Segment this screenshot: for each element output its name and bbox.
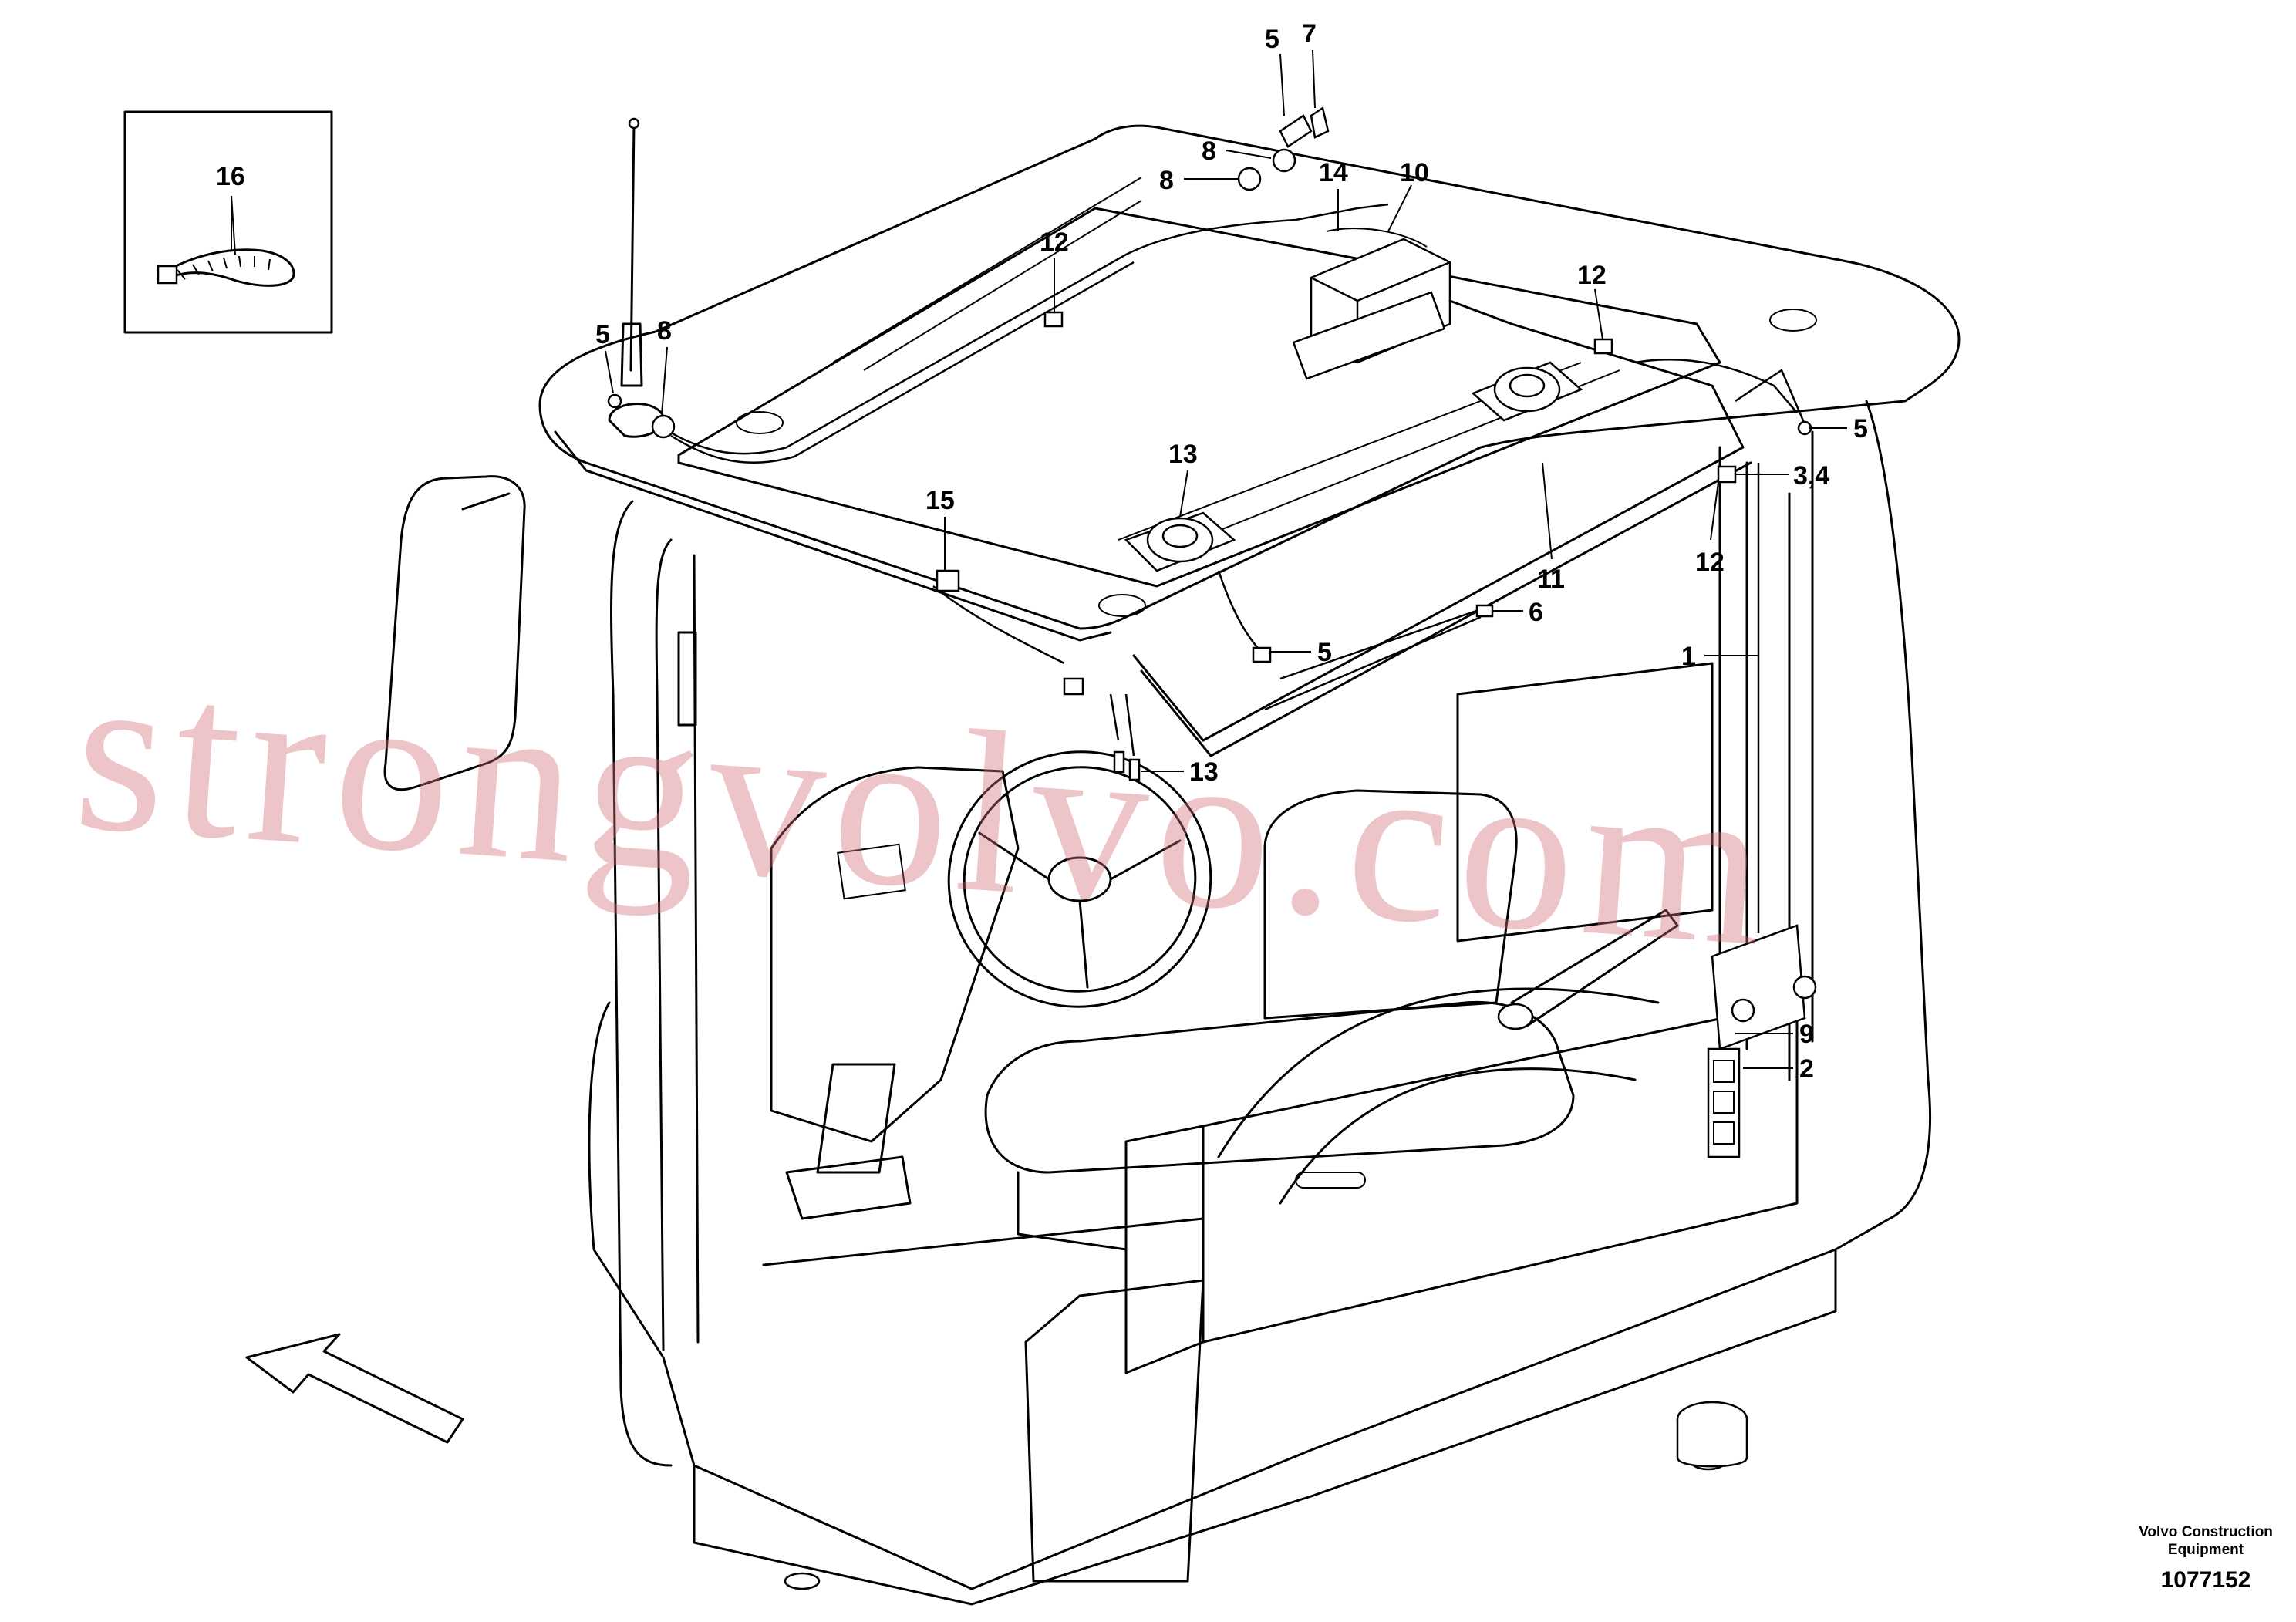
callout-11: 11 — [1537, 565, 1565, 594]
washer-motor — [1676, 1401, 1748, 1468]
cable-tie-icon — [157, 195, 295, 287]
brand-line-2: Equipment — [2168, 1542, 2244, 1558]
callout-12: 12 — [1040, 228, 1069, 257]
callout-2: 2 — [1799, 1054, 1814, 1084]
callout-5: 5 — [1265, 25, 1279, 54]
callout-8: 8 — [1159, 166, 1174, 195]
speaker-right — [1471, 361, 1583, 422]
leader-lines — [231, 49, 1847, 1069]
callout-labels: 16 5 7 8 8 14 10 12 12 12 3,4 5 5 8 13 1… — [216, 19, 1868, 1084]
watermark: strongvolvo.com — [68, 621, 1782, 996]
callout-15: 15 — [925, 486, 955, 515]
control-box — [1707, 924, 1817, 1158]
drawing-number: 1077152 — [2161, 1567, 2251, 1593]
callout-12: 12 — [1695, 548, 1725, 577]
callout-13: 13 — [1168, 440, 1198, 469]
callout-14: 14 — [1319, 158, 1348, 187]
footer: Volvo Construction Equipment 1077152 — [2139, 1524, 2273, 1593]
callout-12: 12 — [1577, 261, 1607, 290]
callout-9: 9 — [1799, 1020, 1814, 1049]
callout-6: 6 — [1529, 598, 1543, 627]
cab-interior — [770, 750, 1679, 1251]
callout-3-4: 3,4 — [1793, 461, 1829, 491]
speaker-left — [1124, 511, 1236, 572]
antenna — [608, 117, 1389, 464]
callout-8: 8 — [657, 316, 672, 346]
callout-10: 10 — [1400, 158, 1429, 187]
callout-13: 13 — [1189, 757, 1219, 787]
radio-unit — [1292, 228, 1451, 380]
callout-5: 5 — [595, 320, 610, 349]
direction-arrow-icon — [245, 1333, 464, 1444]
callout-8: 8 — [1202, 137, 1216, 166]
inset-box — [123, 110, 333, 334]
callout-5: 5 — [1317, 638, 1332, 667]
brand-line-1: Volvo Construction — [2139, 1524, 2273, 1540]
callout-1: 1 — [1681, 642, 1696, 671]
wire-harness — [607, 106, 1812, 933]
callout-16: 16 — [216, 162, 245, 191]
callout-5: 5 — [1853, 414, 1868, 443]
callout-7: 7 — [1302, 19, 1317, 49]
